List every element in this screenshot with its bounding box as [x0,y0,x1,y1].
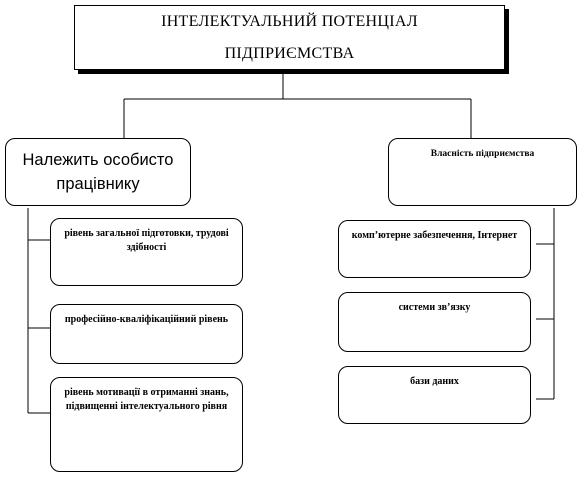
left-item-3: рівень мотивації в отриманні знань, підв… [64,387,229,412]
left-item-3-box: рівень мотивації в отриманні знань, підв… [50,377,243,472]
right-item-1-box: комп’ютерне забезпечення, Інтернет [338,220,531,278]
right-branch-heading-box: Власність підприємства [388,138,577,206]
right-branch-heading: Власність підприємства [430,149,535,159]
left-branch-heading: Належить особисто працівнику [22,151,174,193]
title-line-2: ПІДПРИЄМСТВА [224,44,355,62]
left-item-2: професійно-кваліфікаційний рівень [64,314,229,325]
left-branch-heading-box: Належить особисто працівнику [5,138,191,206]
left-item-1: рівень загальної підготовки, трудові зді… [64,228,229,253]
right-item-2: системи зв’язку [398,302,471,313]
left-item-2-box: професійно-кваліфікаційний рівень [50,304,243,364]
right-item-1: комп’ютерне забезпечення, Інтернет [351,230,518,241]
left-item-1-box: рівень загальної підготовки, трудові зді… [50,218,243,286]
right-item-3-box: бази даних [338,366,531,424]
right-item-3: бази даних [410,376,459,387]
title-line-1: ІНТЕЛЕКТУАЛЬНИЙ ПОТЕНЦІАЛ [161,12,418,30]
right-item-2-box: системи зв’язку [338,292,531,352]
title-box: ІНТЕЛЕКТУАЛЬНИЙ ПОТЕНЦІАЛ ПІДПРИЄМСТВА [74,5,505,70]
